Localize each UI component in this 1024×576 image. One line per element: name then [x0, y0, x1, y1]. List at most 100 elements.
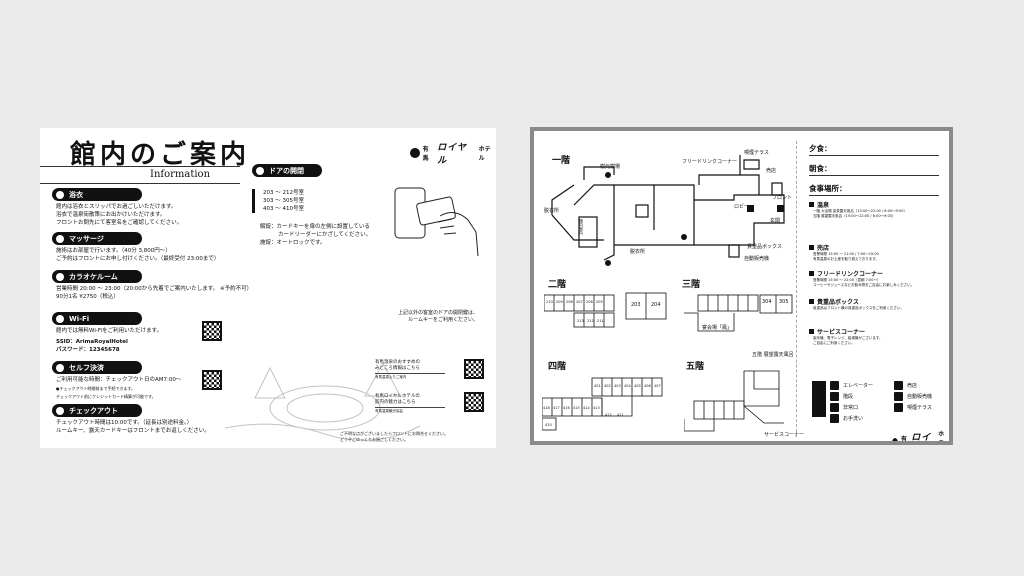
room-number: 205	[596, 300, 603, 304]
key-icon	[256, 166, 264, 175]
microphone-icon	[56, 272, 64, 281]
room-number: 406	[644, 384, 651, 388]
map-label: フロント	[772, 195, 793, 201]
room-number: 413	[593, 406, 600, 410]
section-text: 館内では無料Wi-Fiをご利用いただけます。	[56, 328, 163, 334]
hotel-qr-code	[464, 392, 484, 412]
room-number: 212	[587, 319, 594, 323]
door-room-range: 303 ～ 305号室	[263, 198, 304, 204]
bullet-icon	[809, 271, 814, 276]
door-note: 施錠：オートロックです。	[260, 240, 326, 246]
room-number: 203	[631, 302, 641, 308]
hot-spring-icon	[894, 381, 903, 390]
info-service-corner: サービスコーナー 製氷機、電子レンジ、給湯機がございます。 ご自由にご利用くださ…	[809, 327, 949, 346]
title-rule	[40, 166, 240, 167]
floor-plan-1f	[551, 155, 785, 266]
door-room-range: 403 ～ 410号室	[263, 206, 304, 212]
map-label: 脱衣所	[630, 249, 646, 255]
hotel-logo: 有馬 ロイヤル ホテル	[892, 429, 949, 441]
room-number: 401	[594, 384, 601, 388]
wifi-icon	[56, 314, 64, 323]
dinner-time-field: 夕食：	[809, 143, 939, 156]
smoking-icon	[894, 403, 903, 412]
guide-sheet-left: 館内のご案内 Information 有馬 ロイヤル ホテル 浴衣 館内は浴衣と…	[40, 128, 496, 448]
restroom-icon	[830, 414, 839, 423]
legend-item: 階段	[830, 391, 886, 402]
column-divider	[796, 141, 797, 437]
subtitle-rule	[40, 183, 240, 184]
page-subtitle: Information	[150, 169, 211, 180]
map-label: ロビー	[734, 204, 750, 210]
legend-item: 自動販売機	[894, 391, 949, 402]
map-label: 五階 展望露天風呂	[752, 352, 794, 358]
floor-label-2f: 二階	[543, 277, 575, 290]
room-number: 204	[651, 302, 661, 308]
section-text: ルームキー、露天カードキーはフロントまでお返しください。	[56, 428, 210, 434]
section-label: 浴衣	[69, 190, 83, 199]
section-text: チェックアウト時間は10:00です。（延長は別途料金。）	[56, 420, 193, 426]
room-number: 304	[762, 299, 772, 305]
section-text: フロントお問先にて客室名をご確認してください。	[56, 220, 183, 226]
map-label: 貴重品ボックス	[747, 244, 782, 250]
door-room-range: 203 ～ 212号室	[263, 190, 304, 196]
section-label: マッサージ	[69, 234, 104, 243]
room-number: 305	[779, 299, 789, 305]
room-number: 211	[597, 319, 604, 323]
floor-plan-3f	[684, 294, 793, 332]
legend-item: エレベーター	[830, 380, 886, 391]
wifi-qr-code	[202, 321, 222, 341]
room-number: 210	[546, 300, 553, 304]
room-number: 404	[624, 384, 631, 388]
legend-item: 非常口	[830, 402, 886, 413]
section-text: ●チェックアウト時間前まで手続できます。	[56, 386, 136, 391]
section-text: 施術はお部屋で行います。（40分 3,800円〜）	[56, 248, 171, 254]
section-checkout: チェックアウト チェックアウト時間は10:00です。（延長は別途料金。） ルーム…	[52, 404, 257, 435]
onsen-qr-code	[464, 359, 484, 379]
stamp-graphic	[812, 381, 826, 417]
logo-mark-icon	[410, 148, 420, 158]
floor-plan-2f	[544, 292, 667, 328]
map-label: 玄関	[770, 218, 781, 224]
section-text: チェックアウト前にクレジットカード精算が可能です。	[56, 394, 156, 399]
checkout-icon	[56, 406, 64, 415]
section-text: 90分1名 ¥2750（税込）	[56, 294, 119, 300]
map-label: フリードリンクコーナー	[682, 159, 738, 165]
room-number: 411	[617, 413, 624, 417]
logo-mark-icon	[892, 437, 899, 441]
info-hot-spring: 温泉 一階 大浴場 金泉露天風呂（15:00〜22:00 / 6:00〜9:00…	[809, 200, 949, 219]
floor-plan-5f	[684, 370, 784, 432]
floor-plan-4f	[542, 377, 663, 431]
emergency-exit-icon	[830, 403, 839, 412]
section-label: セルフ決済	[69, 363, 104, 372]
map-label: サービスコーナー	[764, 432, 805, 438]
info-shop: 売店 営業時間 15:00 〜 21:00 / 7:00〜10:00 有馬温泉の…	[809, 243, 949, 262]
legend-item: 売店	[894, 380, 949, 391]
room-number: 418	[543, 406, 550, 410]
room-number: 208	[566, 300, 573, 304]
room-number: 213	[577, 319, 584, 323]
room-number: 407	[654, 384, 661, 388]
elevator-icon	[830, 381, 839, 390]
section-text: 浴衣で温泉街散策にお出かけいただけます。	[56, 212, 166, 218]
map-label: 宴会場「鳳」	[702, 325, 733, 331]
section-text: SSID：ArimaRoyalHotel	[56, 339, 128, 345]
recommend-onsen: 有馬温泉のおすすめの みどころ情報はこちら 有馬温泉よりご案内	[375, 360, 480, 380]
room-number: 417	[553, 406, 560, 410]
yukata-icon	[56, 190, 64, 199]
bullet-icon	[809, 299, 814, 304]
section-text: 館内は浴衣とスリッパでお過ごしいただけます。	[56, 204, 177, 210]
room-number: 403	[614, 384, 621, 388]
map-label: 売店	[766, 168, 777, 174]
map-label: 樹元樹場	[600, 164, 621, 170]
section-text: ご予約はフロントにお申し付けください。（最終受付 23:00まで）	[56, 256, 220, 262]
section-self-payment: セルフ決済 ご利用可能な時間：チェックアウト日のAM7:00〜 ●チェックアウト…	[52, 361, 257, 400]
section-text: ご利用可能な時間：チェックアウト日のAM7:00〜	[56, 377, 182, 383]
section-massage: マッサージ 施術はお部屋で行います。（40分 3,800円〜） ご予約はフロント…	[52, 232, 257, 263]
section-door: ドアの開閉 203 ～ 212号室 303 ～ 305号室 403 ～ 410号…	[252, 164, 482, 247]
room-number: 405	[634, 384, 641, 388]
section-label: ドアの開閉	[269, 166, 304, 175]
section-label: カラオケルーム	[69, 272, 118, 281]
breakfast-time-field: 朝食：	[809, 163, 939, 176]
section-label: チェックアウト	[69, 406, 118, 415]
guide-sheet-right: 一階 樹元樹場 フリードリンクコーナー 喫煙テラス 売店 フロント 玄関 ロビー…	[530, 127, 953, 445]
